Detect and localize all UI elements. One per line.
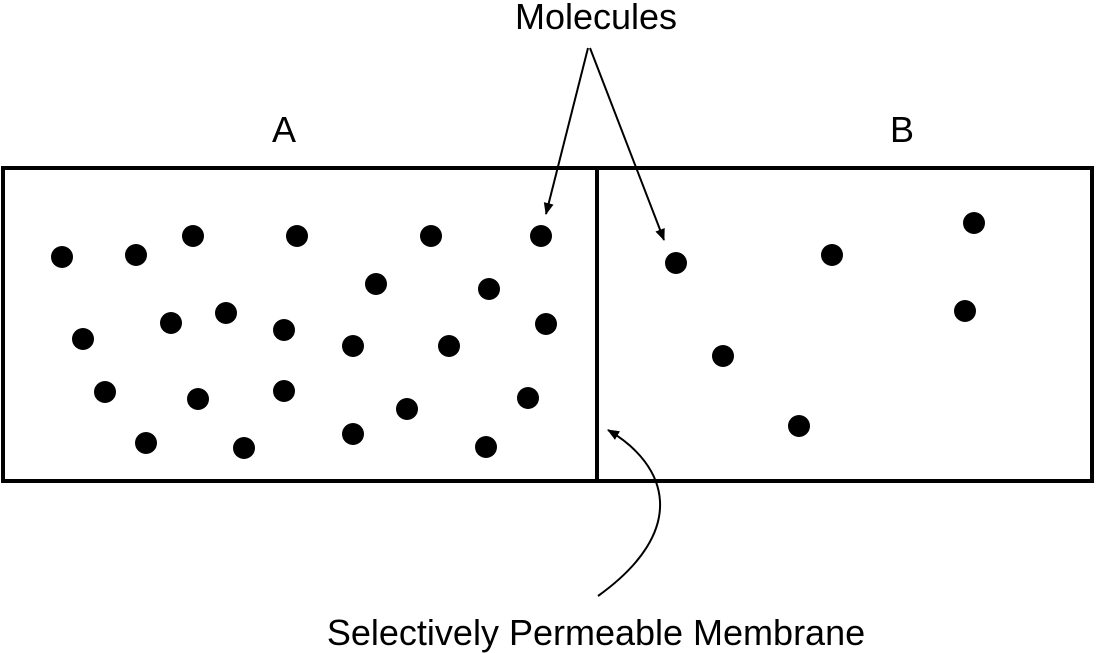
molecule xyxy=(273,380,295,402)
molecule-pointer-arrow-b xyxy=(589,47,665,241)
molecule xyxy=(187,388,209,410)
molecule xyxy=(72,328,94,350)
molecule xyxy=(954,300,976,322)
membrane-label: Selectively Permeable Membrane xyxy=(327,612,865,653)
molecule xyxy=(821,244,843,266)
molecule xyxy=(215,302,237,324)
molecule xyxy=(712,345,734,367)
chamber-b-label: B xyxy=(890,109,914,150)
molecule xyxy=(788,415,810,437)
chamber-a-label: A xyxy=(272,109,296,150)
molecule xyxy=(233,437,255,459)
molecule xyxy=(182,225,204,247)
molecule xyxy=(135,432,157,454)
molecule xyxy=(963,212,985,234)
chamber-a-molecules xyxy=(51,225,557,459)
molecule xyxy=(438,335,460,357)
molecule xyxy=(286,225,308,247)
molecules-label: Molecules xyxy=(515,0,677,37)
membrane-pointer-arrow xyxy=(597,429,661,597)
container-box xyxy=(1,166,1094,483)
molecule xyxy=(51,246,73,268)
molecule xyxy=(342,423,364,445)
molecule-pointer-arrow-a xyxy=(543,47,589,215)
molecule xyxy=(125,244,147,266)
molecule xyxy=(365,273,387,295)
molecule xyxy=(273,319,295,341)
molecule xyxy=(94,381,116,403)
molecule xyxy=(517,387,539,409)
molecule xyxy=(530,225,552,247)
molecule xyxy=(665,252,687,274)
molecule xyxy=(475,436,497,458)
molecule xyxy=(478,278,500,300)
chamber-b-molecules xyxy=(665,212,985,437)
molecule xyxy=(160,312,182,334)
molecule xyxy=(535,313,557,335)
molecule xyxy=(342,335,364,357)
molecule xyxy=(420,225,442,247)
molecule xyxy=(396,398,418,420)
